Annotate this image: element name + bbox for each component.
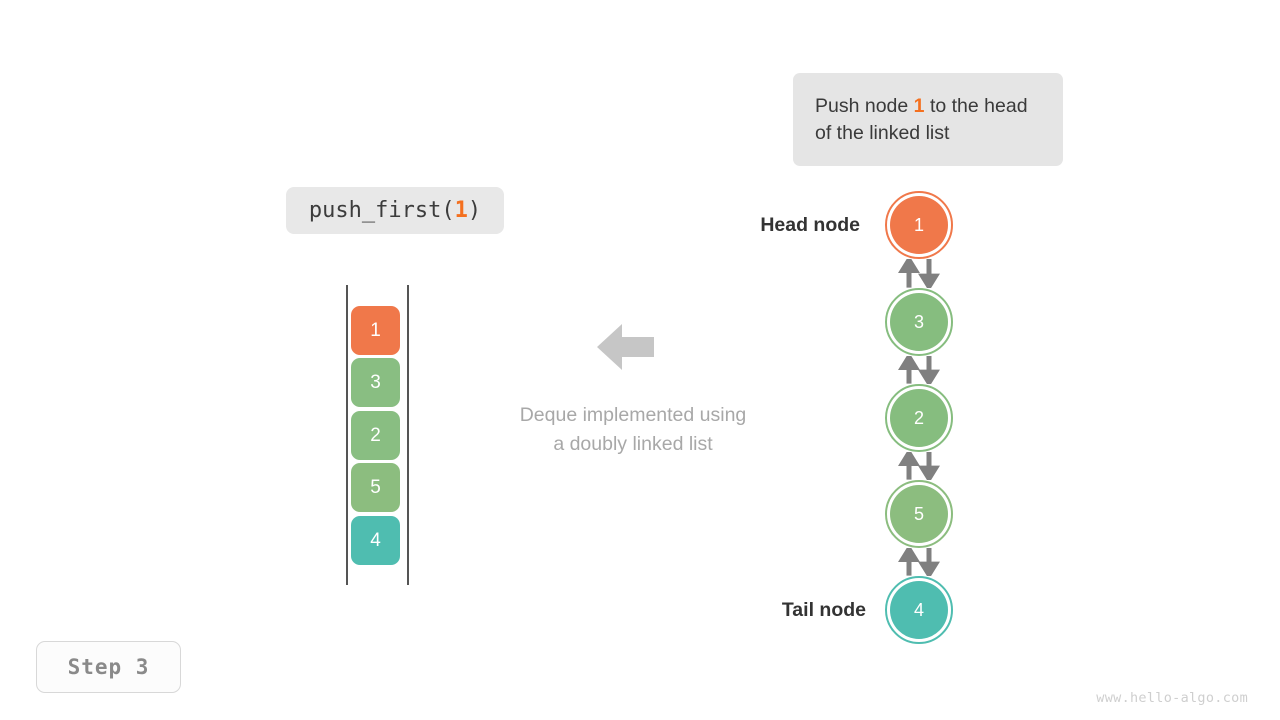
linked-list-bidirectional-arrow [898, 259, 940, 288]
linked-list-node: 3 [890, 293, 948, 351]
center-caption-line-1: Deque implemented using [519, 404, 747, 426]
linked-list-node: 1 [890, 196, 948, 254]
center-caption-line-2: a doubly linked list [553, 433, 713, 455]
linked-list-node: 4 [890, 581, 948, 639]
callout-text: Push node 1 to the head of the linked li… [815, 93, 1041, 147]
linked-list-bidirectional-arrow [898, 356, 940, 384]
deque-cell-value: 2 [370, 424, 381, 446]
deque-cell-value: 1 [370, 319, 381, 341]
operation-argument: 1 [454, 198, 468, 223]
deque-cell: 1 [351, 306, 400, 355]
deque-cell-value: 4 [370, 529, 381, 551]
callout-text-before: Push node [815, 94, 914, 117]
operation-chip: push_first(1) [286, 187, 504, 234]
linked-list-bidirectional-arrow [898, 452, 940, 480]
watermark: www.hello-algo.com [1096, 690, 1248, 706]
linked-list-node-value: 2 [913, 407, 924, 428]
operation-name: push_first( [308, 198, 455, 223]
deque-cell-value: 5 [370, 476, 381, 498]
head-node-label: Head node [760, 214, 860, 236]
deque-cell: 4 [351, 516, 400, 565]
step-badge: Step 3 [36, 641, 181, 693]
linked-list-node-value: 4 [913, 599, 924, 620]
linked-list-node: 5 [890, 485, 948, 543]
linked-list-node-value: 3 [913, 311, 924, 332]
callout-text-after: to the head of the linked list [815, 94, 1028, 144]
linked-list-node-value: 5 [913, 503, 924, 524]
deque-cell: 5 [351, 463, 400, 512]
linked-list-node: 2 [890, 389, 948, 447]
deque-rail-left [346, 285, 348, 585]
callout-highlight-value: 1 [913, 94, 925, 117]
operation-close-paren: ) [467, 198, 482, 223]
operation-label: push_first(1) [309, 198, 481, 223]
step-badge-label: Step 3 [67, 655, 150, 679]
linked-list-node-value: 1 [913, 214, 924, 235]
linked-list-bidirectional-arrow [898, 548, 940, 576]
deque-cell-value: 3 [370, 371, 381, 393]
callout-bubble: Push node 1 to the head of the linked li… [793, 73, 1063, 166]
arrow-left-icon [597, 322, 654, 372]
deque-cell: 2 [351, 411, 400, 460]
tail-node-label: Tail node [781, 599, 866, 621]
center-caption: Deque implemented using a doubly linked … [453, 401, 813, 459]
deque-cell: 3 [351, 358, 400, 407]
deque-rail-right [407, 285, 409, 585]
